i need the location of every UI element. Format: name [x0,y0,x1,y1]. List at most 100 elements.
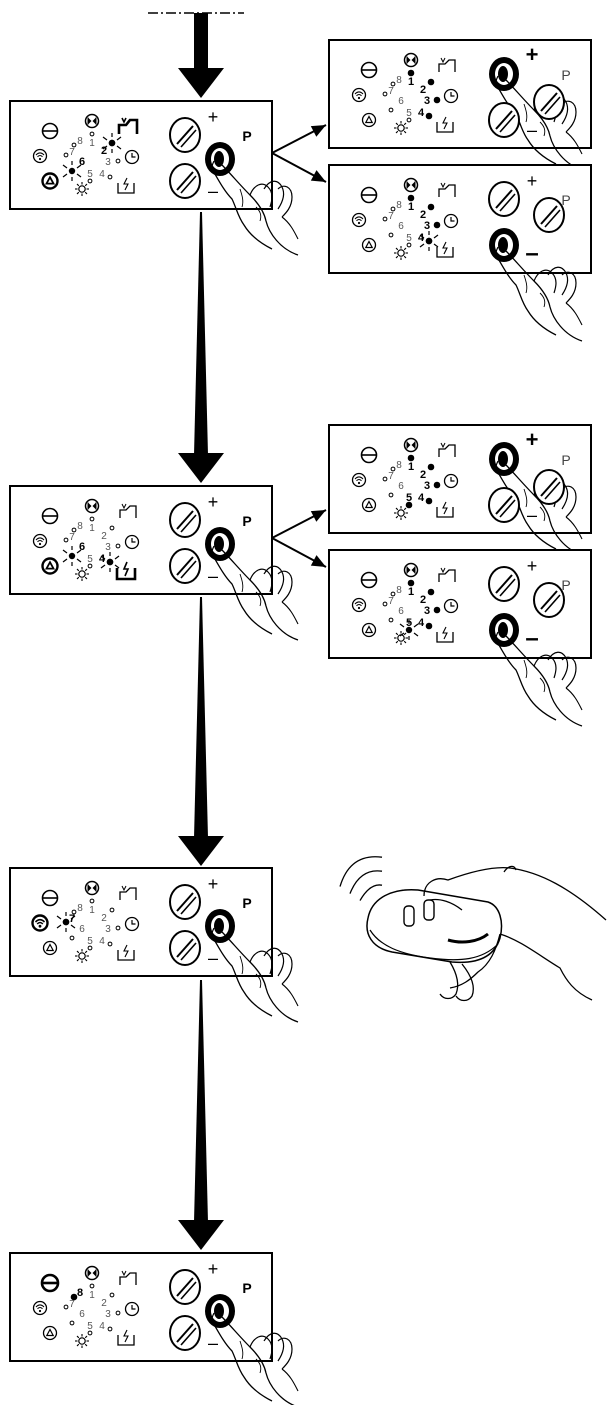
position-label-7: 7 [388,471,394,482]
position-label-3: 3 [105,924,111,935]
position-led-5 [406,117,412,123]
p-label: P [242,513,251,529]
plus-button[interactable] [169,884,201,920]
minus-label: – [208,948,218,968]
remote-button[interactable] [403,905,415,927]
position-led-2 [109,525,115,531]
position-led-6 [69,1320,75,1326]
minus-button[interactable] [169,548,201,584]
position-label-6: 6 [398,96,404,107]
plus-label: + [526,427,539,452]
holding-hand [503,865,517,873]
p-button[interactable] [533,197,565,233]
position-led-5 [87,1330,93,1336]
position-label-3: 3 [424,480,430,492]
position-label-8: 8 [77,136,83,147]
branch-arrow-plus-2 [271,509,327,539]
signal-wave [349,870,383,894]
plus-button-shape [169,502,201,538]
position-led-4 [425,622,433,630]
position-label-7: 7 [388,211,394,222]
minus-button[interactable] [169,930,201,966]
minus-button[interactable] [488,102,520,138]
blink-indicator-6 [62,161,82,181]
signal-wave [359,884,383,901]
position-led-3 [433,221,441,229]
position-led-1 [407,579,415,587]
signal-wave [339,856,383,887]
plus-button-pressed [489,442,519,476]
position-label-1: 1 [89,138,95,149]
flow-arrow-1 [178,13,224,98]
plus-button[interactable] [169,117,201,153]
position-led-7 [382,216,388,222]
position-label-3: 3 [424,605,430,617]
p-button-shape [533,197,565,233]
p-button-pressed [205,142,235,176]
holding-hand [429,898,463,911]
position-label-5: 5 [406,492,412,504]
position-led-1 [407,194,415,202]
position-label-7: 7 [388,596,394,607]
minus-button[interactable] [169,1315,201,1351]
position-led-1 [89,1283,95,1289]
position-label-4: 4 [418,232,425,244]
minus-button-shape [169,1315,201,1351]
position-led-8 [390,81,396,87]
p-button-pressed [205,909,235,943]
plus-button[interactable] [488,181,520,217]
p-label: P [561,67,570,83]
position-led-2 [427,588,435,596]
position-led-5 [87,563,93,569]
plus-button[interactable] [488,566,520,602]
position-label-8: 8 [77,1287,83,1299]
position-label-2: 2 [420,209,426,221]
minus-button[interactable] [169,163,201,199]
p-button[interactable] [533,469,565,505]
position-label-8: 8 [77,521,83,532]
position-label-4: 4 [99,553,106,565]
plus-label: + [208,107,219,127]
plus-button-shape [488,566,520,602]
plus-button[interactable] [169,502,201,538]
plus-label: + [208,1259,219,1279]
minus-button[interactable] [488,487,520,523]
position-label-1: 1 [408,201,414,213]
position-label-3: 3 [105,542,111,553]
position-led-5 [406,242,412,248]
position-label-4: 4 [418,617,425,629]
p-label: P [561,192,570,208]
plus-button-pressed [489,57,519,91]
position-led-7 [382,601,388,607]
position-led-3 [115,158,121,164]
position-led-6 [388,617,394,623]
position-label-3: 3 [424,95,430,107]
p-label: P [242,128,251,144]
plus-button[interactable] [169,1269,201,1305]
flow-connectors [148,12,327,1250]
holding-hand [455,963,474,1002]
position-led-4 [425,497,433,505]
position-label-8: 8 [396,460,402,471]
remote-button[interactable] [423,899,435,921]
position-led-1 [89,131,95,137]
p-button-shape [533,469,565,505]
position-led-2 [109,907,115,913]
position-led-1 [407,69,415,77]
position-label-7: 7 [69,1299,75,1310]
p-button[interactable] [533,582,565,618]
branch-arrow-minus-1 [271,152,327,183]
p-button[interactable] [533,84,565,120]
position-led-1 [89,898,95,904]
minus-label: – [525,240,538,267]
position-label-2: 2 [101,531,107,542]
minus-label: – [208,181,218,201]
position-label-6: 6 [398,221,404,232]
position-led-2 [427,203,435,211]
position-label-4: 4 [99,936,105,947]
